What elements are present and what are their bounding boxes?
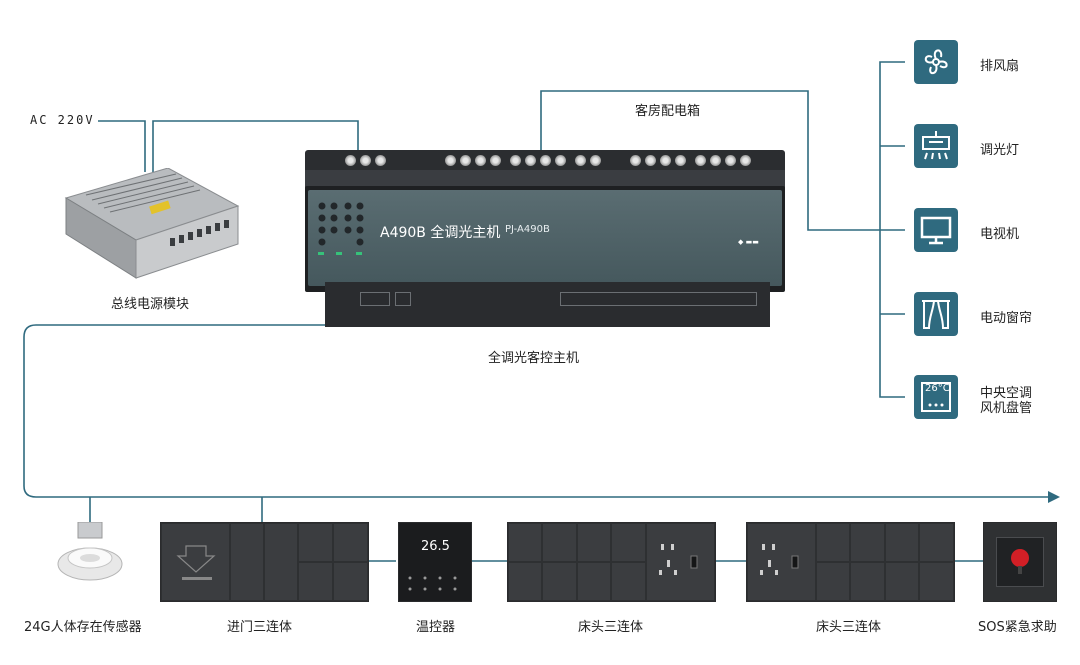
ac-thermostat-icon: [914, 375, 958, 419]
fan-icon: [914, 40, 958, 84]
ac-wire: [98, 120, 146, 172]
power-supply-module: [64, 168, 240, 279]
output-label-curtain: 电动窗帘: [980, 311, 1033, 326]
controller-bottom-terminals: [325, 282, 770, 327]
output-label-light: 调光灯: [980, 143, 1020, 158]
output-label-ac-line2: 风机盘管: [980, 401, 1033, 416]
controller-title: A490B 全调光主机: [380, 225, 501, 241]
controller-faceplate: ◆ ▬▬: [308, 190, 782, 286]
output-label-fan: 排风扇: [980, 59, 1020, 74]
dimming-controller: ◆ ▬▬ A490B 全调光主机 PJ-A490B: [305, 150, 785, 327]
bedside-panel-2: [746, 522, 955, 602]
brand-logo: ◆ ▬▬: [738, 238, 759, 246]
card-slot: [161, 523, 230, 601]
entry-triple-panel: [160, 522, 369, 602]
thermostat-buttons: [408, 576, 457, 591]
output-label-ac-line1: 中央空调: [980, 386, 1033, 401]
ceiling-light-icon: [914, 124, 958, 168]
device-label-sos: SOS紧急求助: [978, 620, 1057, 635]
device-label-bedside-1: 床头三连体: [578, 620, 644, 635]
thermostat-display: 26.5: [421, 539, 450, 554]
device-bus-arrow: [1048, 491, 1060, 503]
curtain-icon: [914, 292, 958, 336]
tv-icon: [914, 208, 958, 252]
psu-to-controller-wire: [152, 120, 359, 172]
device-label-bedside-2: 床头三连体: [816, 620, 882, 635]
sos-panel: [983, 522, 1057, 602]
distribution-wire: [540, 90, 880, 231]
device-label-sensor: 24G人体存在传感器: [24, 620, 142, 635]
controller-model: PJ-A490B: [505, 224, 550, 235]
controller-button-matrix: [318, 202, 364, 255]
device-bus: [23, 305, 1050, 498]
socket-outlet-1: [646, 523, 715, 601]
distribution-box-label: 客房配电箱: [635, 104, 701, 119]
controller-label: 全调光客控主机: [488, 351, 580, 366]
ac-power-label: AC 220V: [30, 113, 95, 127]
device-label-entry: 进门三连体: [227, 620, 293, 635]
presence-sensor-device: [57, 522, 123, 581]
sos-button-icon: [1011, 549, 1029, 574]
ac-display: 26°C: [925, 383, 950, 394]
card-insert-icon: [176, 545, 216, 580]
thermostat-device: 26.5: [398, 522, 472, 602]
device-label-thermostat: 温控器: [416, 620, 456, 635]
output-label-tv: 电视机: [980, 227, 1020, 242]
psu-label: 总线电源模块: [111, 297, 190, 312]
socket-outlet-2: [747, 523, 816, 601]
controller-terminal-rail: [305, 150, 785, 170]
bedside-panel-1: [507, 522, 716, 602]
